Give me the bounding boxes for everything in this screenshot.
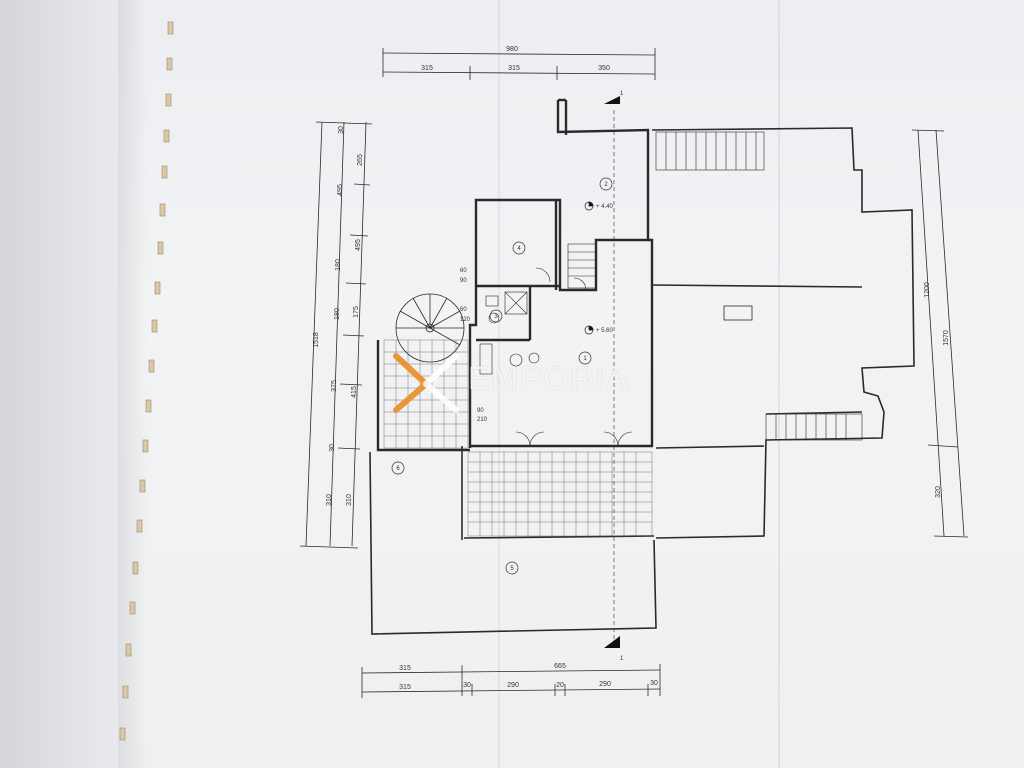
bottom-segment-label: 20	[556, 682, 564, 689]
section-mark-label: 1	[620, 91, 624, 97]
left-segment-label: 495	[355, 239, 362, 251]
left-segment-label: 265	[357, 154, 364, 166]
bathroom-fixtures	[479, 291, 540, 375]
room-circles	[391, 177, 613, 575]
bottom-dimension	[361, 664, 661, 698]
left-segment-label: 180	[334, 308, 341, 320]
sheet-shadow	[118, 0, 148, 768]
inner-stair	[567, 243, 597, 289]
bottom-total-label: 315	[399, 665, 411, 672]
right-dimension	[911, 129, 969, 538]
terrace-tiles	[383, 339, 653, 537]
top-total-label: 980	[506, 46, 518, 53]
room-number: 1	[583, 356, 587, 362]
left-segment-label: 375	[331, 380, 338, 392]
left-segment-label: 180	[335, 259, 342, 271]
left-total-label: 1518	[313, 332, 320, 348]
small-dim-label: 60	[460, 307, 467, 313]
building-walls	[376, 98, 654, 452]
small-dim-label: 60	[460, 268, 467, 274]
small-dim-label: 90	[460, 278, 467, 284]
section-markers	[604, 96, 620, 648]
room-number: 5	[510, 566, 514, 572]
door-swings	[515, 267, 633, 447]
bottom-total-label: 665	[554, 663, 566, 670]
right-segment-label: 320	[935, 486, 942, 498]
spiral-staircase	[395, 293, 465, 363]
stairs-top	[655, 131, 765, 171]
room-number: 6	[396, 466, 400, 472]
paper-fold	[778, 0, 780, 768]
top-dimension	[382, 48, 656, 80]
left-segment-label: 175	[353, 306, 360, 318]
room-number: 3	[494, 314, 498, 320]
right-total-label: 1570	[943, 330, 950, 346]
level-label: + 5.60	[596, 328, 614, 334]
left-segment-label: 30	[329, 444, 336, 452]
small-dim-label: 210	[477, 417, 488, 423]
binding-holes	[119, 21, 174, 741]
room-number: 4	[517, 246, 521, 252]
watermark-text: EMPORIA	[468, 360, 630, 396]
section-mark-label: 1	[620, 656, 624, 662]
bottom-segment-label: 290	[599, 681, 611, 688]
bottom-segment-label: 30	[650, 680, 658, 687]
paper-fold	[498, 0, 500, 768]
left-segment-label: 415	[351, 386, 358, 398]
right-segment-label: 1200	[924, 282, 931, 298]
left-segment-label: 30	[338, 126, 345, 134]
top-segment-label: 315	[508, 65, 520, 72]
bottom-segment-label: 290	[507, 682, 519, 689]
bottom-segment-label: 315	[399, 684, 411, 691]
left-segment-label: 310	[346, 494, 353, 506]
top-segment-label: 315	[421, 65, 433, 72]
small-dim-label: 120	[460, 317, 471, 323]
left-segment-label: 310	[326, 494, 333, 506]
room-number: 2	[604, 182, 608, 188]
small-dim-label: 90	[477, 408, 484, 414]
outer-outline	[369, 127, 915, 635]
left-dimension	[299, 121, 373, 549]
bottom-segment-label: 30	[463, 682, 471, 689]
plan-sheet	[118, 0, 1024, 768]
stairs-bottom	[765, 413, 863, 441]
left-segment-label: 495	[337, 184, 344, 196]
level-label: + 4.40	[596, 204, 614, 210]
level-markers	[584, 201, 594, 335]
top-segment-label: 350	[598, 65, 610, 72]
